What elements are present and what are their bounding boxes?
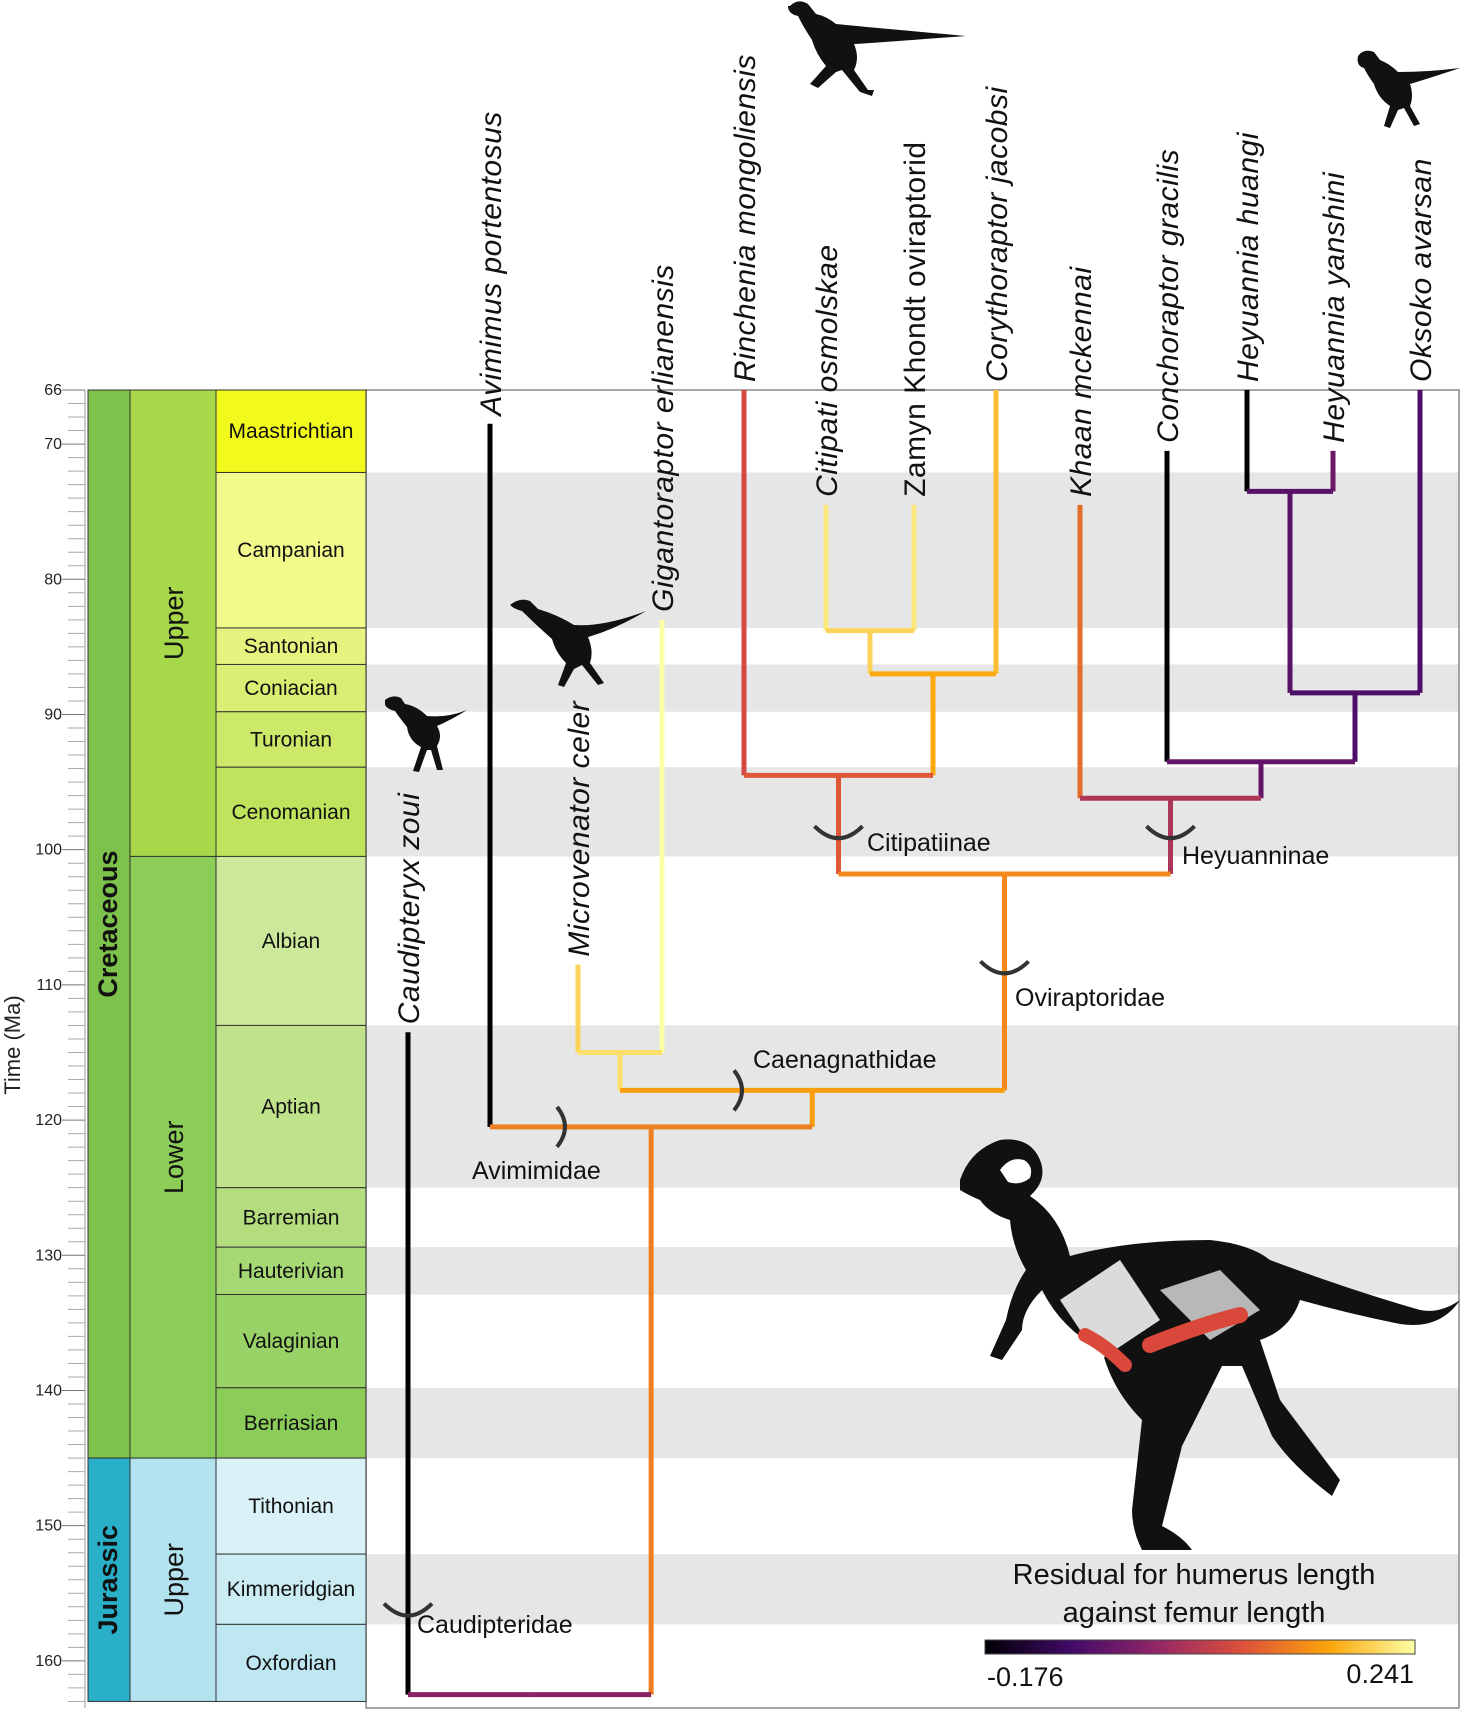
oksoko-silhouette-icon [1357, 50, 1460, 128]
tick-label: 100 [35, 842, 62, 859]
stage-box [215, 627, 367, 665]
epoch-label: Upper [159, 586, 189, 660]
stage-box [215, 1293, 367, 1389]
epoch-label: Lower [159, 1120, 189, 1194]
taxon-label: Oksoko avarsan [1405, 158, 1438, 382]
caudipteryx-silhouette-icon [385, 696, 467, 772]
time-axis-label: Time (Ma) [0, 995, 25, 1094]
taxon-label: Gigantoraptor erlianensis [647, 264, 680, 612]
time-axis: 66 70 80 90 100 110 120 130 140 150 160 [35, 382, 86, 1708]
phylogenetic-tree [405, 390, 1423, 1698]
taxon-label: Heyuannia huangi [1232, 131, 1265, 382]
stage-label: Maastrichtian [229, 420, 354, 443]
taxon-label: Zamyn Khondt oviraptorid [899, 141, 932, 497]
tick-label: 120 [35, 1112, 62, 1129]
stage-label: Aptian [261, 1096, 321, 1119]
stage-label: Santonian [244, 635, 339, 658]
stage-label: Turonian [250, 728, 332, 751]
stage-label: Barremian [243, 1206, 340, 1229]
stage-label: Hauterivian [238, 1260, 344, 1283]
legend-min-label: -0.176 [987, 1662, 1064, 1692]
stage-box [215, 1457, 367, 1555]
stage-box [215, 1187, 367, 1248]
stage-label: Valaginian [243, 1330, 340, 1353]
tick-label: 66 [44, 382, 62, 399]
taxon-labels: Caudipteryx zoui Avimimus portentosusMicr… [393, 54, 1438, 1024]
oviraptorid-silhouette-icon [788, 1, 966, 96]
clade-label: Avimimidae [472, 1157, 601, 1185]
gigantoraptor-silhouette-icon [510, 599, 646, 687]
stage-box [215, 663, 367, 713]
legend-max-label: 0.241 [1346, 1659, 1414, 1689]
stage-box [215, 855, 367, 1026]
tick-label: 140 [35, 1382, 62, 1399]
clade-bracket [555, 1105, 567, 1149]
taxon-label: Conchoraptor gracilis [1152, 149, 1185, 443]
period-box [87, 389, 131, 1459]
tick-label: 130 [35, 1247, 62, 1264]
oksoko-skeleton-icon [960, 1139, 1460, 1550]
taxon-label: Khaan mckennai [1065, 266, 1098, 497]
period-label: Cretaceous [93, 851, 123, 998]
taxon-label: Citipati osmolskae [811, 244, 844, 496]
taxon-label: Heyuannia yanshini [1318, 171, 1351, 443]
clade-label: Citipatiinae [867, 829, 991, 857]
legend-title-line2: against femur length [1063, 1597, 1326, 1629]
tick-label: 90 [44, 706, 62, 723]
stage-box [215, 711, 367, 768]
stage-box [215, 1553, 367, 1625]
shade-band [366, 767, 1459, 857]
clade-label: Heyuanninae [1182, 842, 1329, 870]
clade-bracket [813, 824, 864, 841]
tick-label: 160 [35, 1653, 62, 1670]
clade-bracket [382, 1602, 434, 1618]
taxon-label: Corythoraptor jacobsi [981, 86, 1014, 382]
period-label: Jurassic [93, 1525, 123, 1635]
clade-bracket [1145, 824, 1196, 841]
stage-label: Tithonian [248, 1495, 334, 1518]
clade-label: Caenagnathidae [753, 1046, 937, 1074]
tick-label: 80 [44, 571, 62, 588]
legend: Residual for humerus length against femu… [984, 1559, 1416, 1692]
clade-markers: Caudipteridae Avimimidae Caenagnathidae Ovi… [382, 824, 1329, 1639]
legend-title-line1: Residual for humerus length [1013, 1559, 1376, 1591]
clade-label: Oviraptoridae [1015, 984, 1165, 1012]
shade-band [366, 1554, 1459, 1625]
stage-box [215, 766, 367, 857]
shade-band [366, 1025, 1459, 1188]
taxon-label: Avimimus portentosus [475, 111, 508, 418]
stage-label: Campanian [237, 539, 344, 562]
tick-label: 150 [35, 1518, 62, 1535]
humerus-highlight [1078, 1328, 1132, 1372]
stage-label: Oxfordian [245, 1652, 336, 1675]
clade-label: Caudipteridae [417, 1611, 573, 1639]
clade-bracket [979, 959, 1030, 976]
stage-label: Cenomanian [231, 801, 350, 824]
stage-box [215, 1246, 367, 1295]
taxon-label: Caudipteryx zoui [393, 792, 426, 1024]
stage-label: Kimmeridgian [227, 1578, 355, 1601]
femur-highlight [1142, 1307, 1248, 1353]
taxon-label: Rinchenia mongoliensis [729, 54, 762, 382]
stage-label: Albian [262, 930, 320, 953]
clade-bracket [732, 1069, 744, 1112]
stage-column: MaastrichtianCampanianSantonianConiacian… [215, 389, 367, 1702]
stage-label: Berriasian [244, 1412, 339, 1435]
epoch-box [129, 389, 217, 857]
stage-box [215, 1623, 367, 1702]
tick-label: 70 [44, 436, 62, 453]
stage-box [215, 1387, 367, 1459]
tick-label: 110 [36, 977, 62, 994]
taxon-label: Microvenator celer [563, 700, 596, 956]
epoch-label: Upper [159, 1543, 189, 1617]
stage-box [215, 471, 367, 629]
stage-label: Coniacian [244, 677, 337, 700]
legend-colorbar [984, 1639, 1416, 1655]
